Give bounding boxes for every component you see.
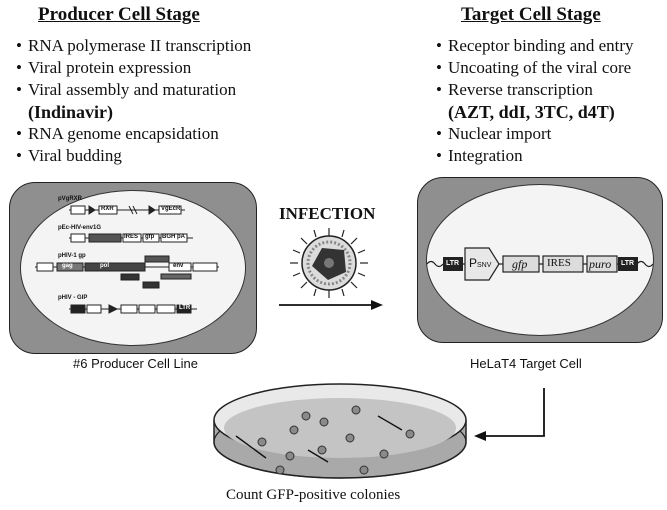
- producer-step: •Viral assembly and maturation: [16, 80, 237, 99]
- dish-arrow: [474, 388, 545, 441]
- provirus-ltr-left: LTR: [446, 260, 460, 267]
- target-step: •Uncoating of the viral core: [436, 58, 632, 77]
- infection-arrow: [279, 300, 383, 310]
- dish-caption: Count GFP-positive colonies: [226, 487, 401, 503]
- construct-element: RXR: [101, 206, 114, 212]
- producer-step: •RNA polymerase II transcription: [16, 36, 252, 55]
- construct-element: gfp: [145, 234, 155, 240]
- construct-element: BGH pA: [162, 234, 185, 240]
- target-drug-label: (AZT, ddI, 3TC, d4T): [448, 102, 615, 122]
- producer-cell-caption: #6 Producer Cell Line: [73, 356, 199, 371]
- producer-step: •Viral budding: [16, 146, 122, 165]
- puro-label: puro: [589, 257, 612, 271]
- virion-icon: [290, 228, 368, 298]
- petri-dish: [213, 383, 467, 479]
- target-step: •Integration: [436, 146, 523, 165]
- target-steps-list: •Receptor binding and entry •Uncoating o…: [436, 35, 634, 167]
- construct-label: pHIV - GIP: [58, 295, 88, 301]
- target-stage-title: Target Cell Stage: [461, 4, 601, 25]
- target-step: •Reverse transcription: [436, 80, 593, 99]
- construct-element: gag: [62, 263, 73, 269]
- construct-element: LTR: [179, 305, 191, 311]
- infection-label: INFECTION: [279, 204, 376, 223]
- producer-step: •RNA genome encapsidation: [16, 124, 219, 143]
- promoter-label: PSNV: [469, 256, 492, 270]
- construct-element: VgEcR: [161, 206, 181, 212]
- producer-steps-list: •RNA polymerase II transcription •Viral …: [16, 35, 251, 167]
- construct-element: pol: [100, 263, 109, 269]
- ires-label: IRES: [547, 257, 571, 269]
- target-step: •Receptor binding and entry: [436, 36, 634, 55]
- producer-drug-label: (Indinavir): [28, 102, 114, 122]
- producer-stage-title: Producer Cell Stage: [38, 4, 200, 25]
- construct-label: pEc-HIV-env1G: [58, 225, 102, 231]
- target-cell-caption: HeLaT4 Target Cell: [470, 356, 582, 371]
- construct-label: pVgRXR: [58, 196, 82, 202]
- construct-element: env: [173, 263, 184, 269]
- producer-step: •Viral protein expression: [16, 58, 192, 77]
- target-step: •Nuclear import: [436, 124, 552, 143]
- construct-label: pHIV-1 gp: [58, 253, 86, 259]
- provirus-diagram: [426, 247, 654, 281]
- provirus-ltr-right: LTR: [621, 260, 635, 267]
- gfp-label: gfp: [512, 257, 528, 271]
- construct-element: IRES: [124, 234, 139, 240]
- producer-constructs-diagram: [35, 205, 219, 314]
